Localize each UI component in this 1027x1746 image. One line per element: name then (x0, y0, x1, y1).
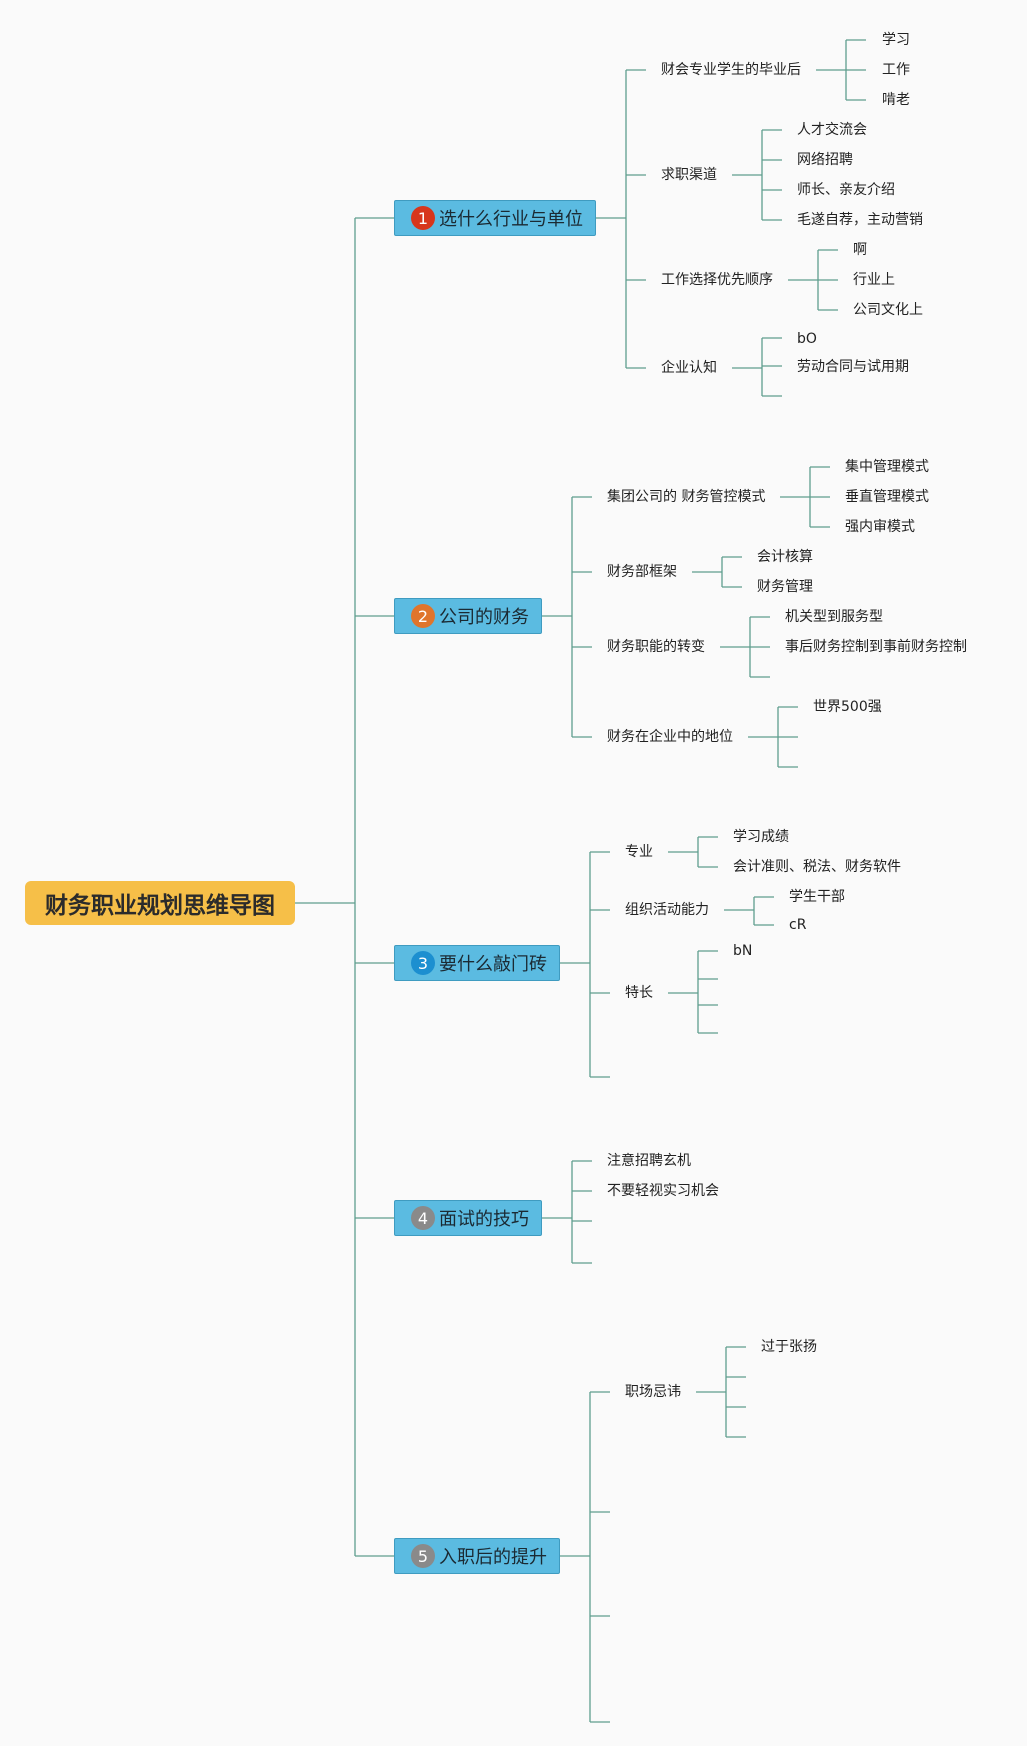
topic-1-3[interactable]: 工作选择优先顺序 (661, 272, 773, 288)
topic-3-2-1[interactable]: 学生干部 (789, 889, 845, 905)
root-topic[interactable]: 财务职业规划思维导图 (25, 881, 295, 925)
topic-1-4[interactable]: 企业认知 (661, 360, 717, 376)
badge-4-icon: 4 (411, 1206, 435, 1230)
topic-2-1-1[interactable]: 集中管理模式 (845, 459, 929, 475)
topic-3-1[interactable]: 专业 (625, 844, 653, 860)
topic-3-2-2[interactable]: cR (789, 917, 807, 933)
branch-1[interactable]: 1 选什么行业与单位 (394, 200, 596, 236)
topic-1-2[interactable]: 求职渠道 (661, 167, 717, 183)
branch-5[interactable]: 5 入职后的提升 (394, 1538, 560, 1574)
topic-2-2-2[interactable]: 财务管理 (757, 579, 813, 595)
topic-3-2[interactable]: 组织活动能力 (625, 902, 709, 918)
topic-1-3-2[interactable]: 行业上 (853, 272, 895, 288)
topic-1-1[interactable]: 财会专业学生的毕业后 (661, 62, 801, 78)
branch-4[interactable]: 4 面试的技巧 (394, 1200, 542, 1236)
branch-2[interactable]: 2 公司的财务 (394, 598, 542, 634)
topic-2-1-3[interactable]: 强内审模式 (845, 519, 915, 535)
topic-2-1[interactable]: 集团公司的 财务管控模式 (607, 489, 766, 505)
branch-2-label: 公司的财务 (439, 607, 529, 628)
topic-2-3[interactable]: 财务职能的转变 (607, 639, 705, 655)
topic-1-2-4[interactable]: 毛遂自荐，主动营销 (797, 212, 923, 228)
topic-3-1-1[interactable]: 学习成绩 (733, 829, 789, 845)
topic-1-4-1[interactable]: bO (797, 331, 817, 347)
branch-5-label: 入职后的提升 (439, 1547, 547, 1568)
topic-2-1-2[interactable]: 垂直管理模式 (845, 489, 929, 505)
topic-1-1-2[interactable]: 工作 (882, 62, 910, 78)
topic-1-4-2[interactable]: 劳动合同与试用期 (797, 359, 909, 375)
topic-1-2-2[interactable]: 网络招聘 (797, 152, 853, 168)
topic-1-1-3[interactable]: 啃老 (882, 92, 910, 108)
topic-5-1-1[interactable]: 过于张扬 (761, 1339, 817, 1355)
topic-1-1-1[interactable]: 学习 (882, 32, 910, 48)
topic-3-3-1[interactable]: bN (733, 943, 753, 959)
topic-1-2-3[interactable]: 师长、亲友介绍 (797, 182, 895, 198)
topic-1-3-3[interactable]: 公司文化上 (853, 302, 923, 318)
branch-1-label: 选什么行业与单位 (439, 209, 583, 230)
badge-2-icon: 2 (411, 604, 435, 628)
topic-2-4-1[interactable]: 世界500强 (813, 699, 882, 715)
branch-3[interactable]: 3 要什么敲门砖 (394, 945, 560, 981)
topic-2-4[interactable]: 财务在企业中的地位 (607, 729, 733, 745)
topic-4-2[interactable]: 不要轻视实习机会 (607, 1183, 719, 1199)
topic-2-3-2[interactable]: 事后财务控制到事前财务控制 (785, 639, 967, 655)
topic-2-3-1[interactable]: 机关型到服务型 (785, 609, 883, 625)
badge-3-icon: 3 (411, 951, 435, 975)
topic-1-3-1[interactable]: 啊 (853, 242, 867, 258)
topic-1-2-1[interactable]: 人才交流会 (797, 122, 867, 138)
topic-4-1[interactable]: 注意招聘玄机 (607, 1153, 691, 1169)
branch-4-label: 面试的技巧 (439, 1209, 529, 1230)
topic-2-2-1[interactable]: 会计核算 (757, 549, 813, 565)
badge-5-icon: 5 (411, 1544, 435, 1568)
topic-5-1[interactable]: 职场忌讳 (625, 1384, 681, 1400)
topic-3-3[interactable]: 特长 (625, 985, 653, 1001)
badge-1-icon: 1 (411, 206, 435, 230)
topic-2-2[interactable]: 财务部框架 (607, 564, 677, 580)
topic-3-1-2[interactable]: 会计准则、税法、财务软件 (733, 859, 901, 875)
branch-3-label: 要什么敲门砖 (439, 954, 547, 975)
